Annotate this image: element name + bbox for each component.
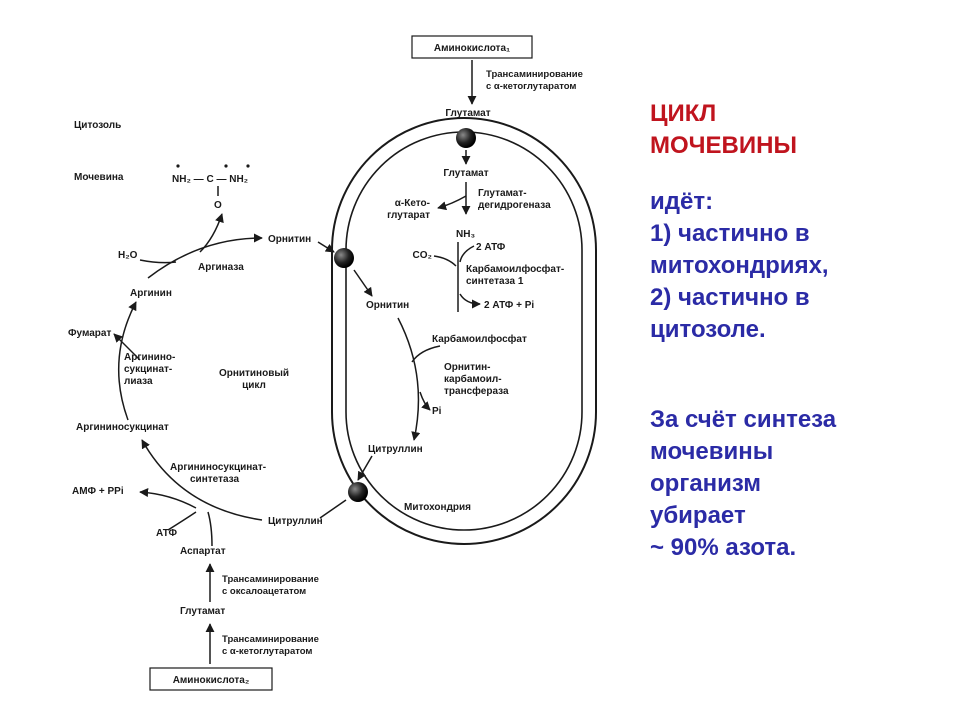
pi-label: Pi <box>432 406 442 417</box>
side-percent-text: За счёт синтеза мочевины организм убирае… <box>650 404 950 564</box>
arginase-label: Аргиназа <box>198 262 244 273</box>
otc-label-1: Орнитин- <box>444 362 491 373</box>
arginine-label: Аргинин <box>130 288 172 299</box>
atp-in-arrow-cyto <box>167 511 197 531</box>
co2-label: CO₂ <box>413 250 432 261</box>
cytosol-label: Цитозоль <box>74 120 121 131</box>
ornithine-cycle-label-1: Орнитиновый <box>219 368 289 379</box>
transamination-bottom-label-1: Трансаминирование <box>222 634 319 645</box>
aminoacid2-label: Аминокислота₂ <box>173 675 250 686</box>
mitochondrion-outer-membrane <box>331 117 597 545</box>
gdh-label-1: Глутамат- <box>478 188 527 199</box>
gdh-side-arrow <box>437 195 467 211</box>
transamination-oxaloacetate-label-1: Трансаминирование <box>222 574 319 585</box>
synthetase-label-1: Аргининосукцинат- <box>170 462 266 473</box>
lyase-label-3: лиаза <box>124 376 153 387</box>
atp-label: АТФ <box>156 528 177 539</box>
otc-arrow <box>397 317 421 441</box>
arginase-arrow <box>147 233 263 279</box>
atp2-label: 2 АТФ <box>476 242 506 253</box>
glutamate-bottom-label: Глутамат <box>180 606 225 617</box>
h2o-label: H₂O <box>118 250 138 261</box>
cps-label-1: Карбамоилфосфат- <box>466 263 564 275</box>
gdh-label-2: дегидрогеназа <box>478 200 551 211</box>
side-title: ЦИКЛ МОЧЕВИНЫ <box>650 98 950 162</box>
urea-formula: NH₂ — C — NH₂ <box>172 174 248 185</box>
synthetase-arrow <box>141 439 263 521</box>
co2-in-arrow <box>433 255 457 267</box>
mitochondria-label: Митохондрия <box>404 502 471 513</box>
aminoacid1-label: Аминокислота₁ <box>434 43 510 54</box>
aspartate-in-arrow <box>207 511 213 547</box>
lyase-label-2: сукцинат- <box>124 364 172 375</box>
transporter-top <box>456 128 476 148</box>
ornithine-cycle-label-2: цикл <box>242 380 266 391</box>
side-where-line-5: цитозоле. <box>650 316 766 343</box>
otc-label-3: трансфераза <box>444 385 509 397</box>
carbamoyl-in-arrow <box>411 345 441 363</box>
synthetase-label-2: синтетаза <box>190 474 239 485</box>
citrulline-transport-line <box>319 499 347 519</box>
adp-out-arrow <box>459 293 481 309</box>
side-percent-line-1: За счёт синтеза <box>650 406 837 433</box>
transamination-bottom-label-2: с α-кетоглутаратом <box>222 646 312 657</box>
cps-label-2: синтетаза 1 <box>466 276 524 287</box>
side-where-text: идёт: 1) частично в митохондриях, 2) час… <box>650 186 950 346</box>
fumarate-label: Фумарат <box>68 328 111 339</box>
urea-c-dot <box>224 164 228 168</box>
side-percent-line-5: ~ 90% азота. <box>650 534 797 561</box>
ornithine-mito-label: Орнитин <box>366 300 409 311</box>
transamination-top-label-2: с α-кетоглутаратом <box>486 81 576 92</box>
glutamate-top-label: Глутамат <box>445 108 490 119</box>
lyase-arrow <box>117 301 137 421</box>
side-where-line-4: 2) частично в <box>650 284 810 311</box>
transamination-oxaloacetate-label-2: с оксалоацетатом <box>222 586 306 597</box>
aminoacid1-box <box>411 35 533 59</box>
otc-label-2: карбамоил- <box>444 373 502 385</box>
aminoacid2-box <box>149 667 273 691</box>
citrulline-cyto-label: Цитруллин <box>268 516 323 527</box>
urea-n-dot-right <box>246 164 250 168</box>
side-percent-line-2: мочевины <box>650 438 774 465</box>
h2o-in-arrow <box>139 259 177 264</box>
side-where-line-2: 1) частично в <box>650 220 810 247</box>
argininosuccinate-label: Аргининосукцинат <box>76 422 169 433</box>
ketoglutarate-label-1: α-Кето- <box>395 198 430 209</box>
side-where-line-1: идёт: <box>650 188 714 215</box>
aspartate-label: Аспартат <box>180 546 226 557</box>
citrulline-export-arrow <box>357 455 373 481</box>
urea-oxygen: O <box>214 200 222 211</box>
urea-out-arrow <box>199 213 224 253</box>
urea-n-dot-left <box>176 164 180 168</box>
ornithine-cyto-label: Орнитин <box>268 234 311 245</box>
carbamoyl-phosphate-label: Карбамоилфосфат <box>432 333 527 345</box>
atp2-pi-label: 2 АТФ + Pi <box>484 300 534 311</box>
transamination-top-label-1: Трансаминирование <box>486 69 583 80</box>
glutamate-mito-label: Глутамат <box>443 168 488 179</box>
amp-out-arrow <box>139 488 197 509</box>
side-title-line-2: МОЧЕВИНЫ <box>650 132 797 159</box>
ketoglutarate-label-2: глутарат <box>387 210 430 221</box>
transporter-bottom <box>348 482 368 502</box>
atp-in-arrow <box>459 245 475 263</box>
mitochondrion-inner-membrane <box>345 131 583 531</box>
side-percent-line-4: убирает <box>650 502 746 529</box>
ornithine-import-arrow <box>353 269 373 297</box>
fumarate-out-arrow <box>113 333 141 361</box>
transporter-left <box>334 248 354 268</box>
side-title-line-1: ЦИКЛ <box>650 100 717 127</box>
lyase-label-1: Аргинино- <box>124 352 175 363</box>
ornithine-transport-arrow <box>317 241 335 253</box>
side-where-line-3: митохондриях, <box>650 252 829 279</box>
nh3-label: NH₃ <box>456 229 475 240</box>
urea-label: Мочевина <box>74 172 124 183</box>
pi-out-arrow <box>419 391 431 411</box>
amp-ppi-label: АМФ + PPi <box>72 486 124 497</box>
side-percent-line-3: организм <box>650 470 761 497</box>
citrulline-mito-label: Цитруллин <box>368 444 423 455</box>
